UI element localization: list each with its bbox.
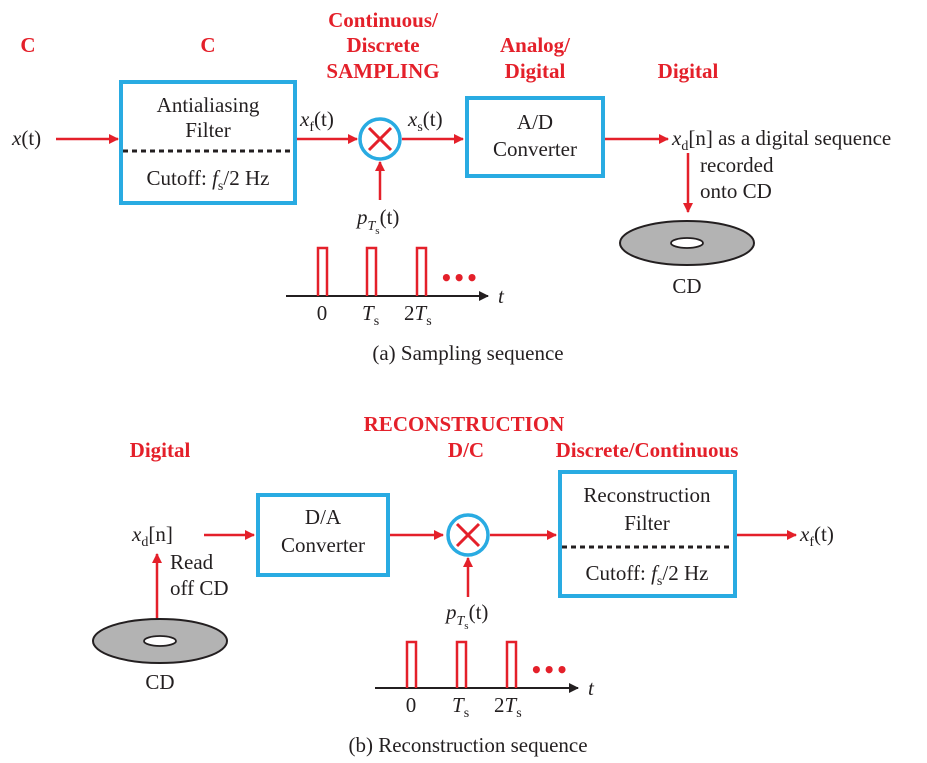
recorded-label-line2: onto CD (700, 179, 772, 203)
ad-converter-line1: A/D (517, 110, 553, 134)
digital-output-label: xd[n] as a digital sequence (671, 126, 891, 154)
antialiasing-filter-line1: Antialiasing (157, 93, 260, 117)
header-reconstruction: RECONSTRUCTION (364, 412, 565, 436)
tick-label-0-b: 0 (406, 693, 417, 717)
header-sampling: SAMPLING (326, 59, 439, 83)
caption-a: (a) Sampling sequence (372, 341, 563, 365)
cd-disc-icon (92, 618, 228, 664)
input-signal-label: x(t) (11, 126, 41, 150)
read-label-line2: off CD (170, 576, 229, 600)
antialiasing-filter-box (119, 80, 297, 205)
pulse-train-label-b: pTs(t) (444, 600, 488, 632)
da-converter-line1: D/A (305, 505, 342, 529)
header-digital-ad: Digital (505, 59, 566, 83)
reconstruction-filter-line2: Filter (624, 511, 670, 535)
sampled-signal-label: xs(t) (407, 107, 443, 135)
cd-disc-icon (619, 220, 755, 266)
tick-label-2ts: 2Ts (404, 301, 432, 329)
header-c-input: C (20, 33, 35, 57)
reconstruction-filter-box (558, 470, 737, 598)
recorded-label-line1: recorded (700, 153, 774, 177)
multiplier-icon (446, 513, 490, 557)
header-c-filter: C (200, 33, 215, 57)
pulse-2-b (505, 640, 518, 688)
pulse-train-a: ••• t 0 Ts 2Ts (286, 246, 505, 329)
reconstruction-filter-line1: Reconstruction (583, 483, 711, 507)
header-continuous: Continuous/ (328, 8, 439, 32)
reconstruction-filter-cutoff: Cutoff: fs/2 Hz (586, 561, 709, 589)
reconstructed-output-label: xf(t) (799, 522, 834, 550)
da-converter-box (256, 493, 390, 577)
part-a-sampling: C C Continuous/ Discrete SAMPLING Analog… (11, 8, 891, 365)
digital-input-label: xd[n] (131, 522, 173, 550)
part-b-reconstruction: RECONSTRUCTION Digital D/C Discrete/Cont… (92, 412, 834, 757)
header-discrete-continuous: Discrete/Continuous (556, 438, 739, 462)
tick-label-ts: Ts (362, 301, 379, 329)
ad-converter-line2: Converter (493, 137, 577, 161)
pulse-0 (316, 246, 329, 296)
tick-label-0: 0 (317, 301, 328, 325)
pulse-train-b: ••• t 0 Ts 2Ts (375, 640, 595, 721)
pulse-0-b (405, 640, 418, 688)
header-analog: Analog/ (500, 33, 571, 57)
cd-label-b: CD (145, 670, 174, 694)
pulse-continuation-dots: ••• (440, 266, 478, 290)
pulse-1 (365, 246, 378, 296)
ad-converter-box (465, 96, 605, 178)
filter-cutoff: Cutoff: fs/2 Hz (147, 166, 270, 194)
pulse-2 (415, 246, 428, 296)
antialiasing-filter-line2: Filter (185, 118, 231, 142)
header-digital-b: Digital (130, 438, 191, 462)
caption-b: (b) Reconstruction sequence (348, 733, 587, 757)
tick-label-ts-b: Ts (452, 693, 469, 721)
read-label-line1: Read (170, 550, 214, 574)
pulse-train-label: pTs(t) (355, 205, 399, 237)
pulse-continuation-dots-b: ••• (530, 658, 568, 682)
header-dc: D/C (448, 438, 484, 462)
multiplier-icon (358, 117, 402, 161)
filtered-signal-label: xf(t) (299, 107, 334, 135)
tick-label-2ts-b: 2Ts (494, 693, 522, 721)
header-discrete: Discrete (346, 33, 419, 57)
axis-t-label: t (498, 284, 505, 308)
header-digital: Digital (658, 59, 719, 83)
pulse-1-b (455, 640, 468, 688)
cd-label: CD (672, 274, 701, 298)
da-converter-line2: Converter (281, 533, 365, 557)
axis-t-label-b: t (588, 676, 595, 700)
